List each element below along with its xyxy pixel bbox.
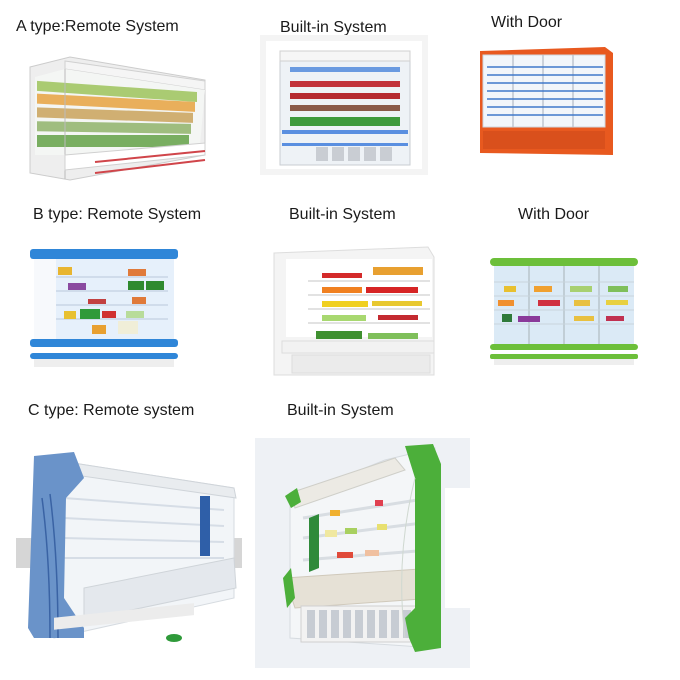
- image-c-builtin-display-case: [255, 438, 470, 668]
- label-b-door: With Door: [518, 206, 590, 223]
- image-a-door-display-case: [475, 45, 615, 160]
- label-b-remote: B type: Remote System: [33, 206, 202, 223]
- image-a-remote-display-case: [25, 55, 210, 185]
- label-a-builtin: Built-in System: [280, 19, 387, 36]
- label-c-remote: C type: Remote system: [28, 402, 195, 419]
- label-a-door: With Door: [491, 14, 563, 31]
- label-b-builtin: Built-in System: [289, 206, 396, 223]
- image-b-door-display-case: [490, 258, 638, 366]
- label-a-remote: A type:Remote System: [16, 18, 179, 35]
- image-b-remote-display-case: [28, 245, 180, 370]
- image-a-builtin-display-case: [260, 35, 428, 175]
- image-c-remote-display-case: [14, 438, 244, 648]
- image-b-builtin-display-case: [268, 237, 440, 385]
- label-c-builtin: Built-in System: [287, 402, 394, 419]
